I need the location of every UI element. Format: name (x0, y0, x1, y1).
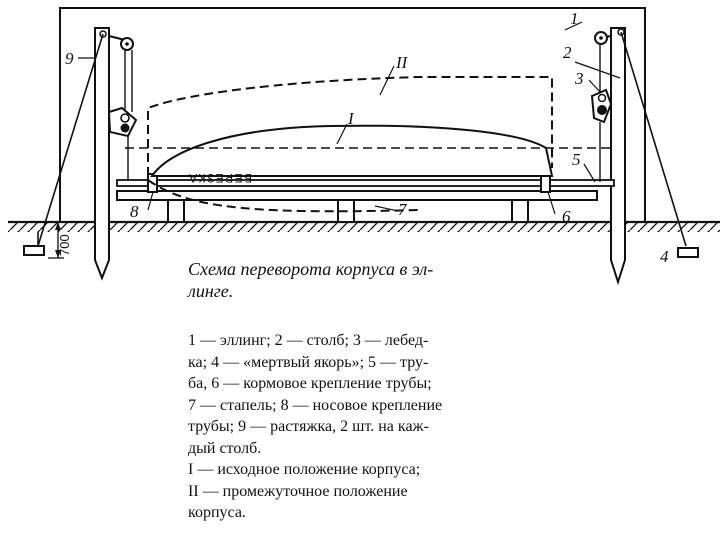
legend-line: ка; 4 — «мертвый якорь»; 5 — тру- (188, 353, 429, 371)
ground (8, 220, 720, 232)
hull-initial-position: БЕРЕЗКА (150, 124, 554, 185)
figure-caption: Схема переворота корпуса в эл- линге. (188, 258, 548, 302)
guy-ropes (37, 31, 687, 247)
boathouse-frame (59, 7, 646, 222)
dimension-label: 700 (57, 234, 72, 256)
dead-anchor-right (677, 247, 699, 258)
legend-line: корпуса. (188, 504, 246, 521)
left-post (94, 27, 138, 281)
dimension-700: 700 (48, 222, 72, 259)
label-roman-1: I (347, 109, 355, 128)
figure-legend: 1 — эллинг; 2 — столб; 3 — лебед- ка; 4 … (188, 330, 543, 524)
label-1: 1 (570, 9, 579, 28)
dead-anchor-left (23, 232, 45, 256)
label-8: 8 (130, 202, 139, 221)
caption-line: Схема переворота корпуса в эл- (188, 259, 434, 279)
label-4: 4 (660, 247, 669, 266)
label-5: 5 (572, 150, 581, 169)
hull-name: БЕРЕЗКА (188, 171, 252, 185)
legend-line: дый столб. (188, 439, 262, 457)
label-3: 3 (574, 69, 584, 88)
legend-line: II — промежуточное положение (188, 482, 408, 500)
slipway (116, 190, 598, 223)
label-7: 7 (398, 200, 408, 219)
legend-line: I — исходное положение корпуса; (188, 461, 421, 478)
hull-intermediate-position (147, 76, 553, 213)
label-6: 6 (562, 207, 571, 226)
legend-line: ба, 6 — кормовое крепление трубы; (188, 375, 432, 392)
dashed-rope (125, 147, 611, 182)
pipe (116, 179, 615, 187)
legend-line: 7 — стапель; 8 — носовое крепление (188, 396, 443, 414)
label-roman-2: II (395, 53, 409, 72)
caption-line: линге. (188, 281, 234, 301)
legend-line: трубы; 9 — растяжка, 2 шт. на каж- (188, 418, 429, 435)
label-2: 2 (563, 43, 572, 62)
legend-line: 1 — эллинг; 2 — столб; 3 — лебед- (188, 332, 429, 349)
right-post (590, 27, 626, 286)
leader-lines (78, 21, 621, 215)
label-9: 9 (65, 49, 74, 68)
